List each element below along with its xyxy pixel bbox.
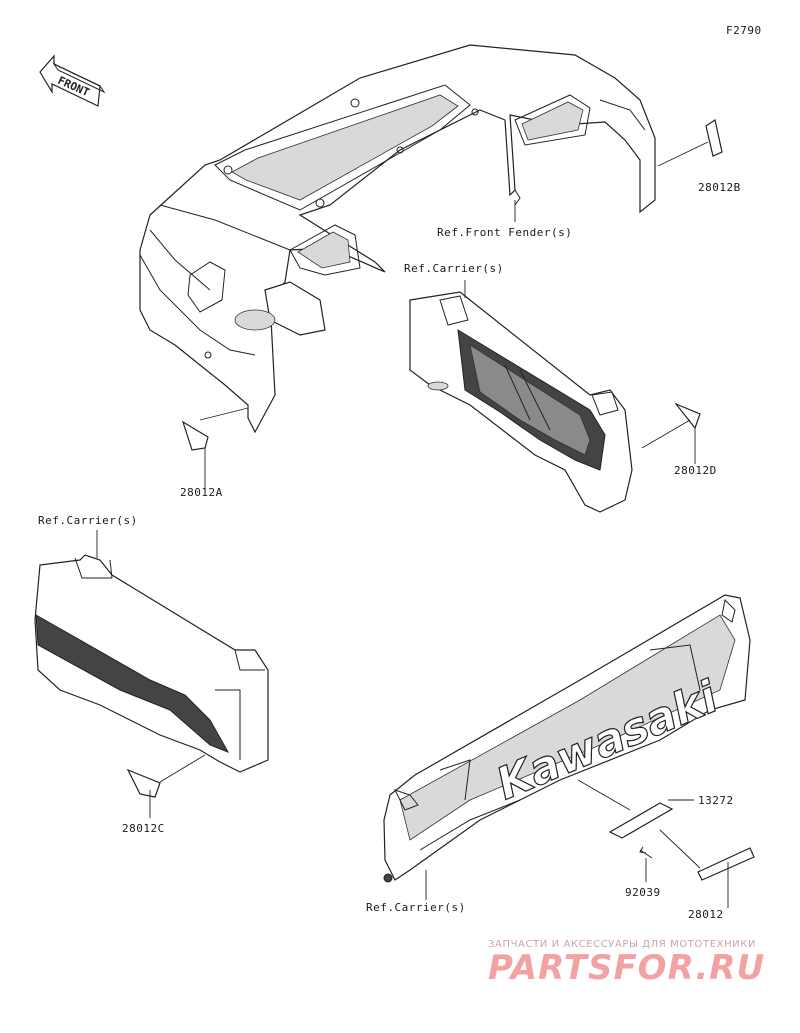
label-28012D: 28012D [674, 464, 717, 477]
watermark-tagline: ЗАПЧАСТИ И АКСЕССУАРЫ ДЛЯ МОТОТЕХНИКИ [488, 939, 757, 950]
rivet-92039 [639, 846, 653, 859]
label-ref-carrier-left: Ref.Carrier(s) [38, 514, 138, 527]
watermark-brand: PARTSFOR.RU [488, 948, 766, 988]
decal-28012B [705, 119, 723, 157]
carrier-kawasaki-part: Kawasaki [383, 594, 751, 883]
plate-28012 [697, 847, 755, 881]
label-28012C: 28012C [122, 822, 165, 835]
carrier-upper-part [409, 291, 633, 513]
label-ref-carrier-upper: Ref.Carrier(s) [404, 262, 504, 275]
decal-28012C [126, 768, 161, 798]
decal-28012D [674, 402, 701, 430]
label-92039: 92039 [625, 886, 661, 899]
label-28012A: 28012A [180, 486, 223, 499]
front-arrow: FRONT [39, 54, 106, 107]
leader-lines [96, 141, 729, 908]
carrier-left-part [34, 554, 269, 773]
label-ref-carrier-lower: Ref.Carrier(s) [366, 901, 466, 914]
figure-code: F2790 [726, 24, 762, 37]
label-28012B: 28012B [698, 181, 741, 194]
front-fender-part [139, 44, 656, 434]
decal-28012A [181, 420, 209, 451]
label-ref-front-fender: Ref.Front Fender(s) [437, 226, 573, 239]
label-28012: 28012 [688, 908, 724, 921]
label-13272: 13272 [698, 794, 734, 807]
plate-13272 [608, 802, 674, 839]
